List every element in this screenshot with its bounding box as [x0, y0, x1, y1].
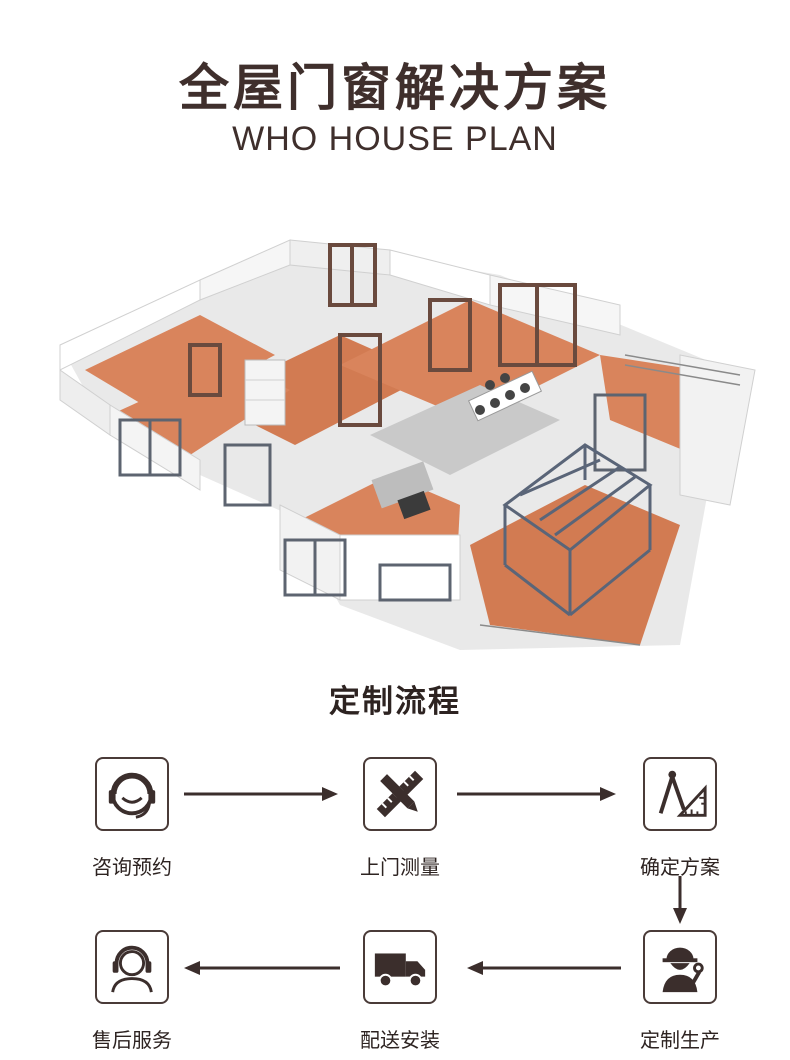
house-floor-plan-illustration	[59, 239, 756, 650]
step-label: 定制生产	[640, 1028, 720, 1052]
arrow-left-1	[467, 961, 621, 975]
step-consult: 咨询预约	[52, 757, 212, 880]
step-label: 配送安装	[360, 1028, 440, 1052]
page-title: 全屋门窗解决方案	[179, 59, 611, 117]
step-label: 上门测量	[360, 855, 440, 879]
customer-service-headset-icon	[95, 757, 169, 831]
worker-helmet-icon	[643, 930, 717, 1004]
compass-drafting-icon	[643, 757, 717, 831]
delivery-truck-icon	[363, 930, 437, 1004]
pencil-ruler-icon	[363, 757, 437, 831]
page-subtitle: WHO HOUSE PLAN	[232, 120, 558, 158]
step-plan: 确定方案	[600, 757, 760, 880]
step-label: 咨询预约	[92, 855, 172, 879]
arrow-down	[673, 876, 687, 924]
arrow-left-2	[184, 961, 340, 975]
headset-person-icon	[95, 930, 169, 1004]
step-measure: 上门测量	[320, 757, 480, 880]
arrow-right-1	[184, 787, 338, 801]
step-aftersales: 售后服务	[52, 930, 212, 1053]
step-delivery: 配送安装	[320, 930, 480, 1053]
step-production: 定制生产	[600, 930, 760, 1053]
step-label: 确定方案	[640, 855, 720, 879]
process-section-title: 定制流程	[329, 684, 461, 720]
arrow-right-2	[457, 787, 616, 801]
step-label: 售后服务	[92, 1028, 172, 1052]
